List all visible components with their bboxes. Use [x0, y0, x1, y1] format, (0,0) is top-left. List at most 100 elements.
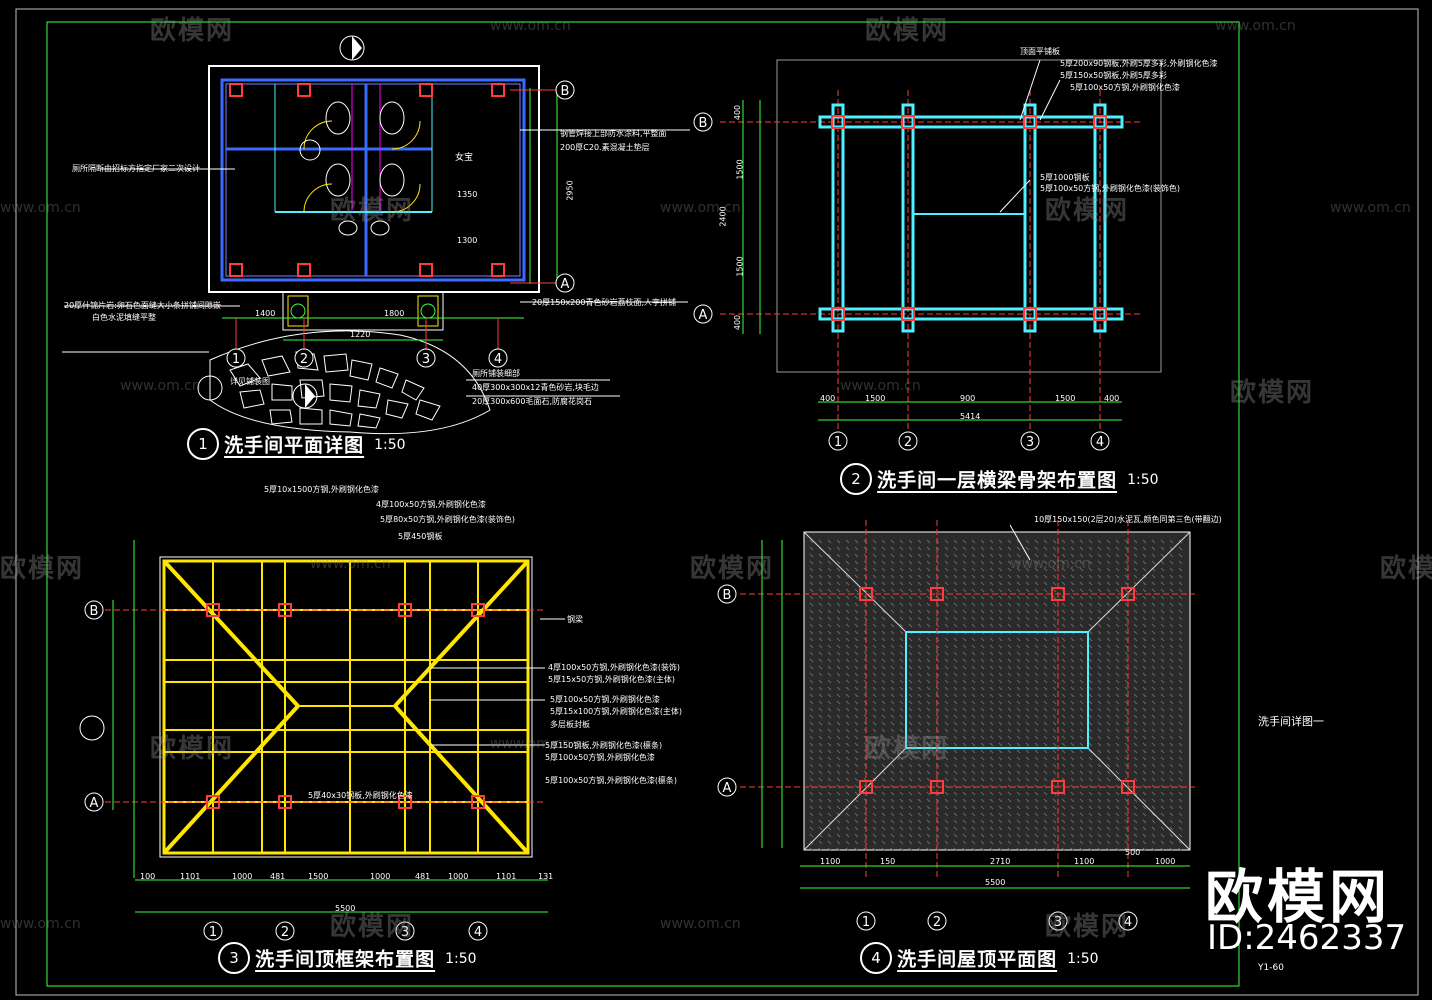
roof-tile-hatch	[836, 637, 841, 642]
roof-tile-hatch	[1025, 812, 1030, 817]
roof-tile-hatch	[962, 609, 967, 614]
roof-tile-hatch	[989, 686, 994, 691]
roof-tile-hatch	[989, 546, 994, 551]
roof-tile-hatch	[926, 581, 931, 586]
roof-tile-hatch	[971, 672, 976, 677]
plan2-note: 5厚1000钢板	[1040, 173, 1090, 182]
plan1-note: 白色水泥填缝平整	[92, 313, 156, 322]
roof-tile-hatch	[908, 756, 913, 761]
roof-tile-hatch	[899, 714, 904, 719]
roof-tile-hatch	[818, 770, 823, 775]
roof-tile-hatch	[1034, 798, 1039, 803]
plan-2-beam-framework	[720, 59, 1162, 430]
roof-tile-hatch	[818, 686, 823, 691]
roof-tile-hatch	[962, 623, 967, 628]
roof-tile-hatch	[1079, 791, 1084, 796]
roof-tile-hatch	[890, 581, 895, 586]
roof-tile-hatch	[890, 728, 895, 733]
roof-tile-hatch	[809, 826, 814, 831]
roof-tile-hatch	[890, 756, 895, 761]
roof-tile-hatch	[890, 609, 895, 614]
roof-tile-hatch	[935, 742, 940, 747]
roof-tile-hatch	[926, 539, 931, 544]
roof-tile-hatch	[998, 546, 1003, 551]
roof-tile-hatch	[827, 672, 832, 677]
roof-tile-hatch	[1043, 791, 1048, 796]
roof-tile-hatch	[1160, 588, 1165, 593]
roof-tile-hatch	[1088, 686, 1093, 691]
grid-axis-bubble	[395, 921, 415, 941]
roof-tile-hatch	[899, 756, 904, 761]
roof-tile-hatch	[917, 763, 922, 768]
roof-tile-hatch	[971, 791, 976, 796]
roof-tile-hatch	[953, 749, 958, 754]
roof-tile-hatch	[1097, 735, 1102, 740]
roof-tile-hatch	[1025, 693, 1030, 698]
grid-axis-bubble	[416, 348, 436, 368]
roof-tile-hatch	[881, 693, 886, 698]
roof-tile-hatch	[1043, 714, 1048, 719]
roof-tile-hatch	[1061, 609, 1066, 614]
roof-tile-hatch	[935, 679, 940, 684]
roof-tile-hatch	[1016, 679, 1021, 684]
roof-tile-hatch	[1106, 665, 1111, 670]
roof-tile-hatch	[1151, 560, 1156, 565]
roof-tile-hatch	[1151, 679, 1156, 684]
roof-tile-hatch	[926, 637, 931, 642]
roof-tile-hatch	[1115, 539, 1120, 544]
roof-tile-hatch	[1097, 728, 1102, 733]
roof-tile-hatch	[953, 826, 958, 831]
roof-tile-hatch	[1142, 602, 1147, 607]
roof-tile-hatch	[1043, 546, 1048, 551]
roof-tile-hatch	[1160, 665, 1165, 670]
roof-tile-hatch	[1088, 798, 1093, 803]
roof-tile-hatch	[836, 840, 841, 845]
roof-tile-hatch	[980, 616, 985, 621]
roof-tile-hatch	[1097, 686, 1102, 691]
roof-tile-hatch	[1142, 651, 1147, 656]
roof-tile-hatch	[1043, 805, 1048, 810]
roof-tile-hatch	[926, 742, 931, 747]
roof-tile-hatch	[872, 721, 877, 726]
roof-tile-hatch	[1097, 539, 1102, 544]
plan2-dim: 400	[1104, 394, 1120, 403]
roof-tile-hatch	[1142, 560, 1147, 565]
roof-tile-hatch	[899, 805, 904, 810]
roof-tile-hatch	[872, 581, 877, 586]
roof-tile-hatch	[1178, 749, 1183, 754]
roof-tile-hatch	[899, 812, 904, 817]
roof-tile-hatch	[1178, 637, 1183, 642]
roof-tile-hatch	[881, 812, 886, 817]
roof-tile-hatch	[863, 560, 868, 565]
plan1-note: 200厚C20.素混凝土垫层	[560, 143, 650, 152]
plan1-dim: 1800	[384, 309, 405, 318]
roof-tile-hatch	[1151, 819, 1156, 824]
roof-tile-hatch	[1169, 644, 1174, 649]
roof-tile-hatch	[1115, 728, 1120, 733]
roof-tile-hatch	[1070, 721, 1075, 726]
roof-tile-hatch	[836, 749, 841, 754]
roof-tile-hatch	[1025, 637, 1030, 642]
grid-axis-label: B	[90, 604, 99, 619]
roof-tile-hatch	[890, 553, 895, 558]
roof-tile-hatch	[1133, 665, 1138, 670]
roof-tile-hatch	[1106, 595, 1111, 600]
roof-tile-hatch	[1115, 665, 1120, 670]
roof-tile-hatch	[1034, 819, 1039, 824]
drawing-title-text: 洗手间一层横梁骨架布置图	[877, 469, 1118, 492]
roof-tile-hatch	[971, 798, 976, 803]
roof-tile-hatch	[926, 686, 931, 691]
roof-tile-hatch	[926, 616, 931, 621]
roof-tile-hatch	[1043, 644, 1048, 649]
roof-tile-hatch	[908, 833, 913, 838]
roof-tile-hatch	[809, 644, 814, 649]
roof-tile-hatch	[1088, 672, 1093, 677]
plan2-dim: 900	[960, 394, 976, 403]
roof-tile-hatch	[1178, 581, 1183, 586]
roof-tile-hatch	[809, 630, 814, 635]
plan3-note: 多层板封板	[550, 720, 590, 729]
roof-tile-hatch	[1106, 553, 1111, 558]
roof-tile-hatch	[1133, 721, 1138, 726]
roof-tile-hatch	[1088, 707, 1093, 712]
watermark-url: www.om.cn	[840, 378, 921, 394]
